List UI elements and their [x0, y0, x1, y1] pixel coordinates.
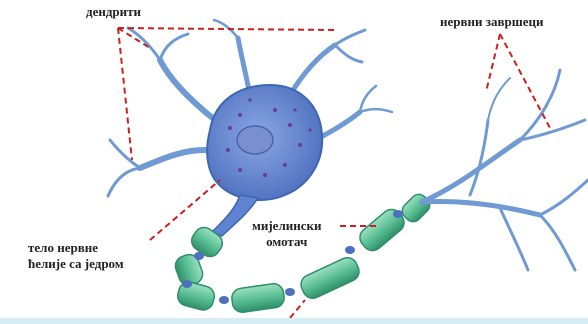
label-nerve-terminals: нервни завршеци	[440, 14, 543, 30]
label-cell-body: тело нервне ћелије са једром	[28, 240, 124, 272]
label-cell-body-line2: ћелије са једром	[28, 256, 124, 272]
label-myelin-line1: мијелински	[252, 218, 321, 234]
myelin-sheath	[173, 191, 433, 313]
label-cell-body-line1: тело нервне	[28, 240, 124, 256]
label-dendrites: дендрити	[86, 4, 141, 20]
nucleus	[237, 126, 273, 154]
label-myelin-line2: омотач	[252, 234, 321, 250]
bottom-strip	[0, 318, 588, 324]
label-myelin: мијелински омотач	[252, 218, 321, 250]
axon-terminals	[422, 70, 588, 270]
